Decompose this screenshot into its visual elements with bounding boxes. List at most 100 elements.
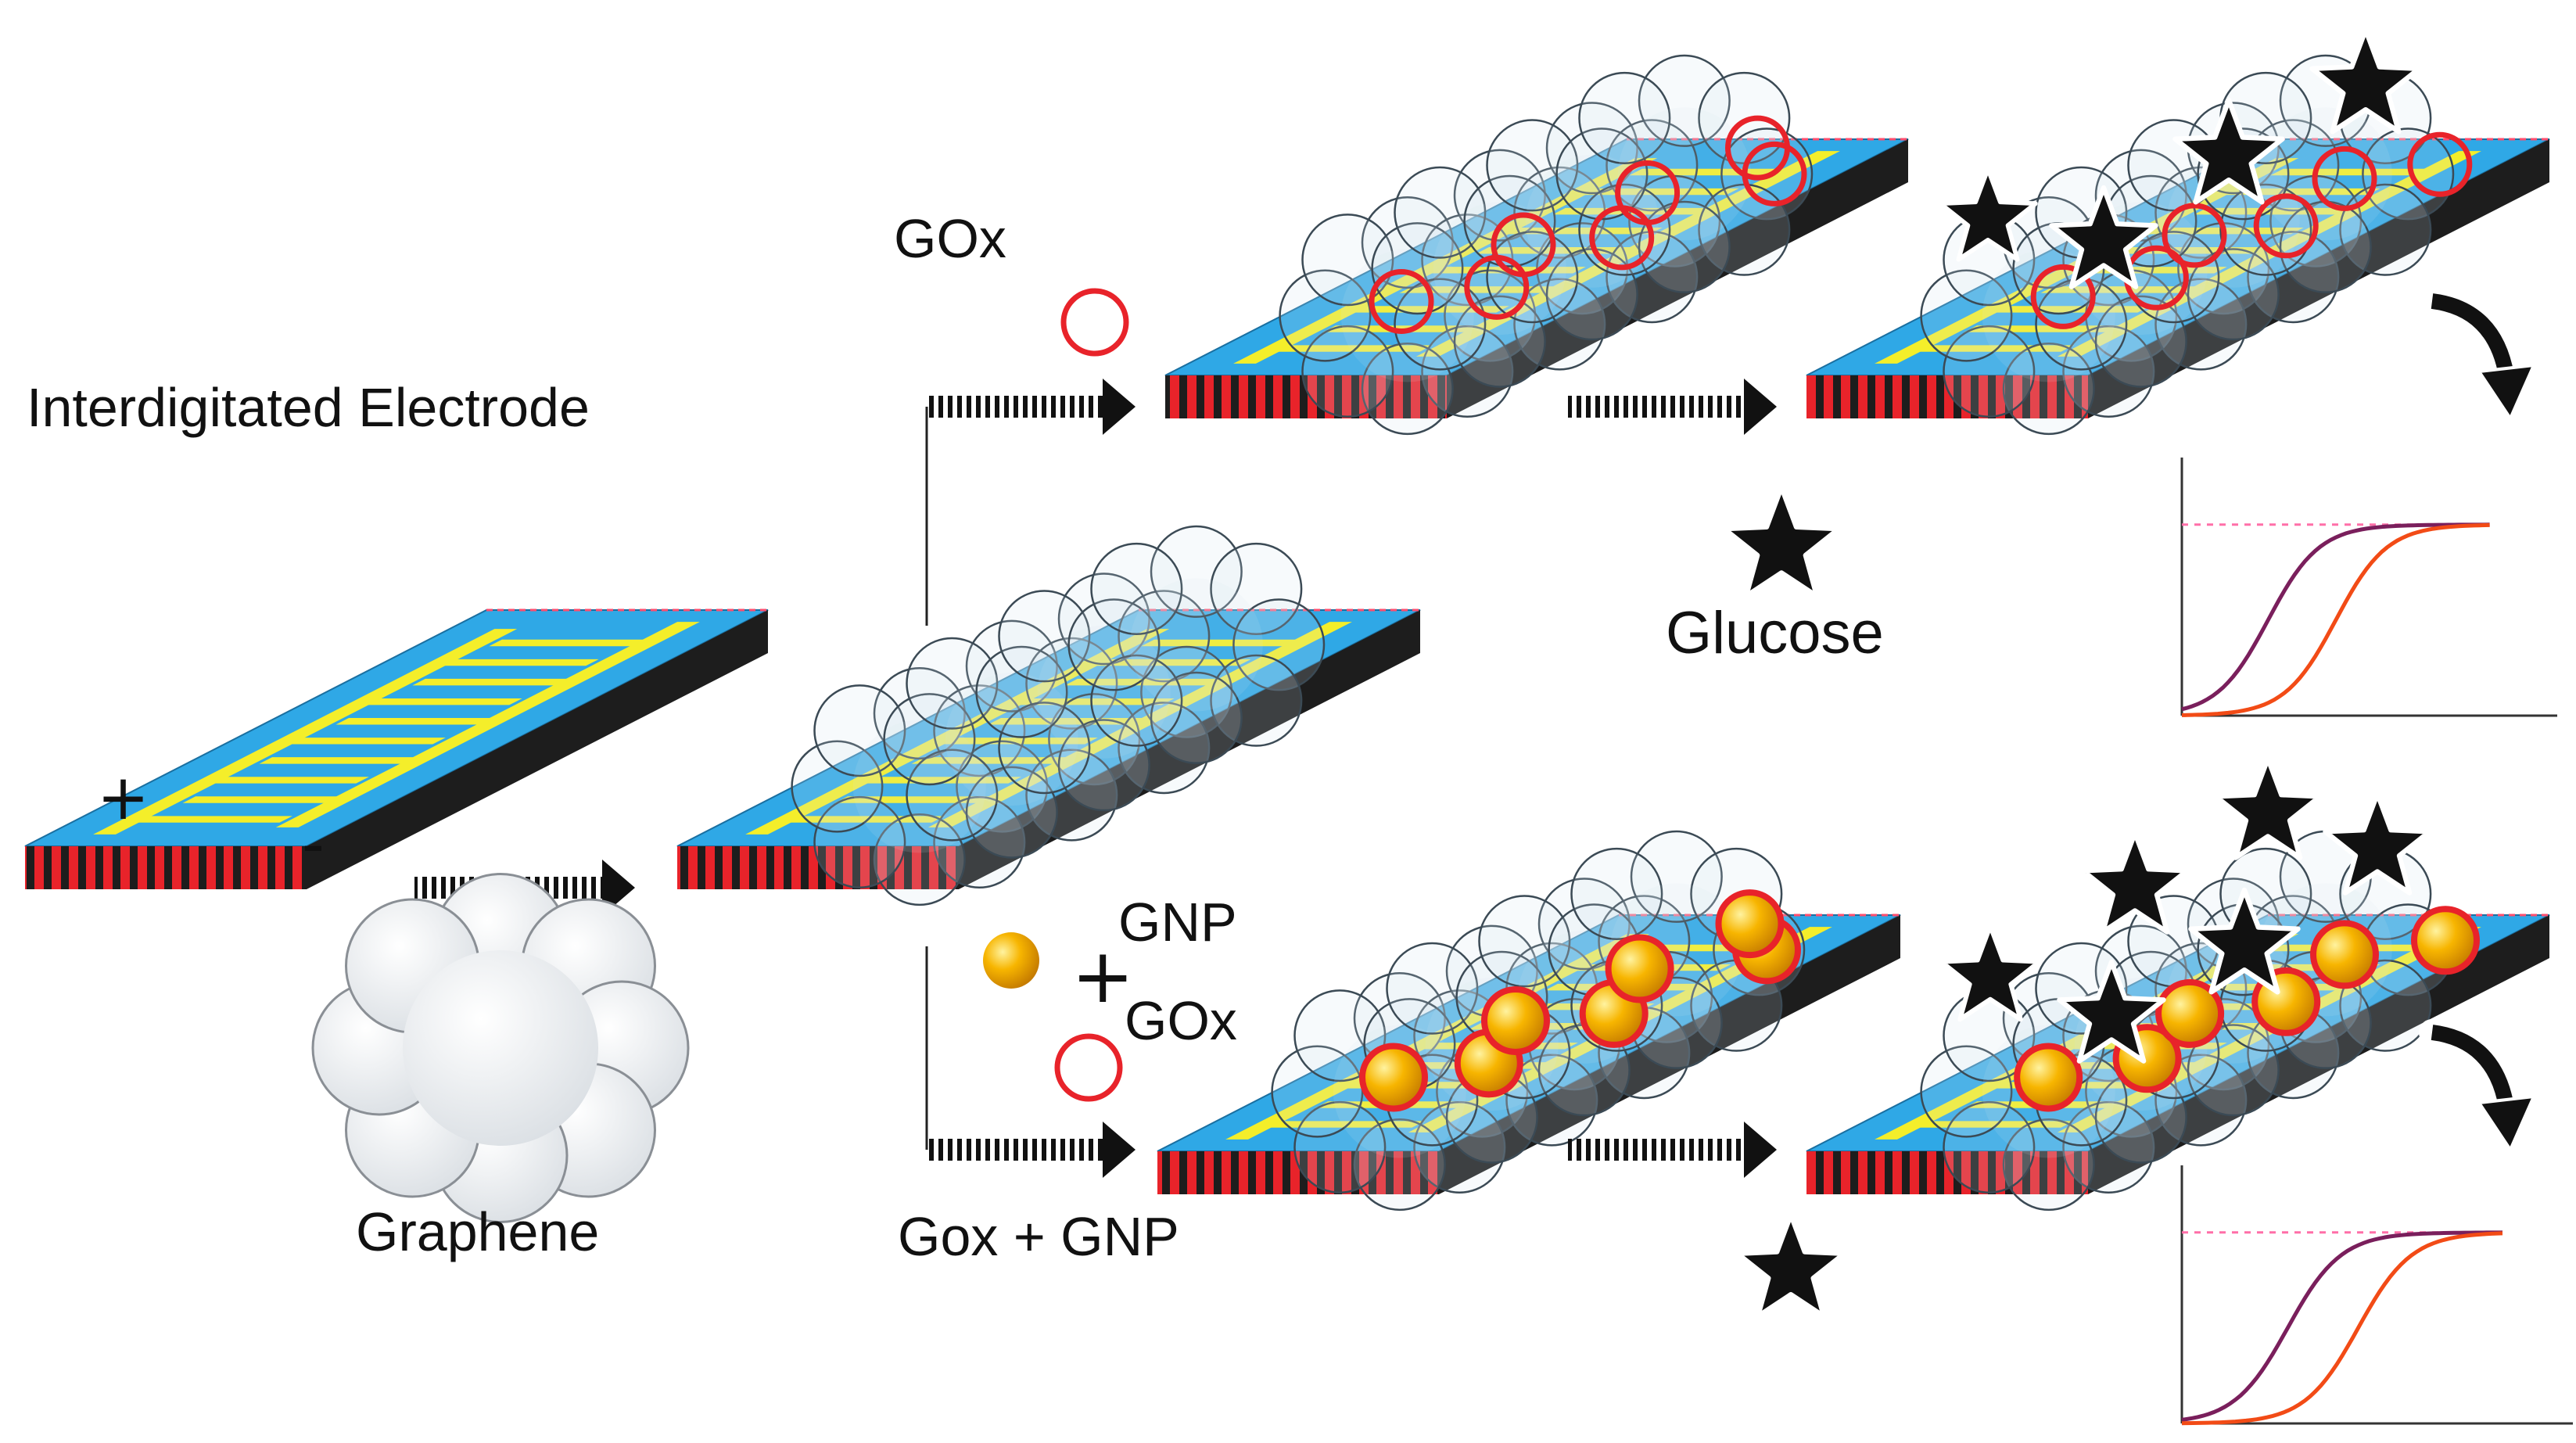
cloud-core [403,950,598,1146]
cloud-lobe [1067,598,1161,691]
electrode-bus-left [93,629,518,835]
cloud-lobe [1386,942,1479,1035]
electrode-finger [412,678,572,686]
cloud-lobe [998,590,1091,683]
electrode-finger [1091,659,1251,666]
graphene-cloud-icon [1067,525,1326,764]
cloud-lobe [813,684,906,777]
curved-arrow-top-icon [2419,288,2537,422]
electrode-finger [133,816,292,823]
cloud-lobe [965,766,1058,859]
graphene-cloud-icon [1555,54,1814,293]
arrow-shaft [1568,396,1744,418]
cloud-lobe [1537,878,1631,971]
arrow-shaft [927,396,1103,418]
cloud-lobe [965,619,1058,713]
cloud-lobe [2062,1100,2155,1194]
gox-circle-icon [1725,115,1790,181]
substrate-side [2088,139,2549,418]
electrode-finger [182,796,343,803]
cloud-lobe [1486,119,1579,212]
cloud-lobe [1638,54,1731,147]
cloud-lobe [1361,343,1454,436]
arrow-to-glucose-bottom [1568,1122,1777,1178]
response-curve-2 [2181,1231,2503,1426]
electrode-chip-bare [24,608,769,889]
graphene-cloud-icon [1279,196,1537,436]
cloud-lobe [1486,231,1579,324]
cloud-lobe [1630,830,1723,923]
electrode-finger [834,796,995,803]
electrode-plus-terminal: + [97,761,150,834]
cloud-lobe [956,740,1049,833]
cloud-lobe [933,684,1026,777]
gox-legend-circle-icon [1060,288,1129,357]
cloud-core [1129,578,1263,712]
cloud-lobe [873,667,966,760]
cloud-lobe [2187,248,2280,341]
cloud-lobe [1513,278,1606,371]
cloud-lobe [933,795,1026,889]
gnp-gox-icon [1481,985,1550,1055]
arrow-head [1103,379,1136,435]
electrode-bus-left [1233,158,1658,364]
cloud-lobe [2339,183,2432,276]
substrate-front-edge [25,846,307,889]
glucose-star-icon [2049,185,2158,289]
electrode-finger [938,738,1098,745]
glucose-star-icon [2057,959,2166,1064]
cloud-lobe [791,740,884,833]
substrate-side [2088,915,2549,1194]
glucose-star-icon [2213,756,2323,860]
electrode-finger [1064,678,1225,686]
cloud-lobe [975,645,1068,738]
gox-circle-icon [2312,145,2377,211]
interdigitated-electrode [745,622,1352,835]
electrode-finger [363,698,522,705]
cloud-lobe [1025,637,1118,730]
glucose-star-icon [2172,97,2285,205]
cloud-lobe [2219,183,2312,276]
substrate-side [307,610,768,889]
cloud-lobe [1048,693,1141,786]
cloud-lobe [2187,1024,2280,1117]
cloud-lobe [1279,269,1372,362]
curved-arrow-head [2476,363,2537,422]
curved-arrow-head [2476,1094,2537,1154]
label-gnp: GNP [1118,892,1237,953]
cloud-lobe [1413,1100,1506,1194]
cloud-lobe [1638,200,1731,293]
arrow-to-gnp-gox [927,1122,1136,1178]
cloud-lobe [1293,989,1387,1082]
curved-arrow-shaft [2431,1025,2514,1108]
glucose-star-icon [2309,27,2422,135]
cloud-lobe [1570,847,1663,941]
gox-legend-circle-lower-icon [1054,1033,1123,1102]
arrow-shaft [927,1139,1103,1161]
gnp-gox-icon [1715,889,1785,959]
graphene-cloud-icon [311,873,690,1223]
gnp-gox-icon [2155,978,2225,1048]
arrow-head [602,860,635,916]
glucose-legend-star-lower-icon [1735,1211,1847,1319]
response-curve-1 [2181,522,2490,712]
cloud-lobe [1920,1045,2013,1138]
cloud-lobe [1057,573,1150,666]
combine-plus-sign: + [1071,932,1135,1020]
electrode-finger [259,757,419,764]
substrate-front-edge [1157,1151,1439,1194]
cloud-lobe [1090,654,1183,747]
glucose-star-icon [2188,887,2301,995]
cloud-lobe [1140,645,1233,738]
cloud-lobe [2094,149,2187,242]
cloud-lobe [1371,222,1464,315]
electrode-finger [1399,286,1559,293]
electrode-finger [2270,168,2431,176]
glucose-legend-star-icon [1720,483,1842,600]
gnp-gox-icon [2310,920,2379,989]
cloud-lobe [2094,295,2187,388]
glucose-star-icon [2080,830,2190,935]
cloud-lobe [2154,1054,2248,1147]
arrow-head [1744,379,1777,435]
arrow-head [1744,1122,1777,1178]
